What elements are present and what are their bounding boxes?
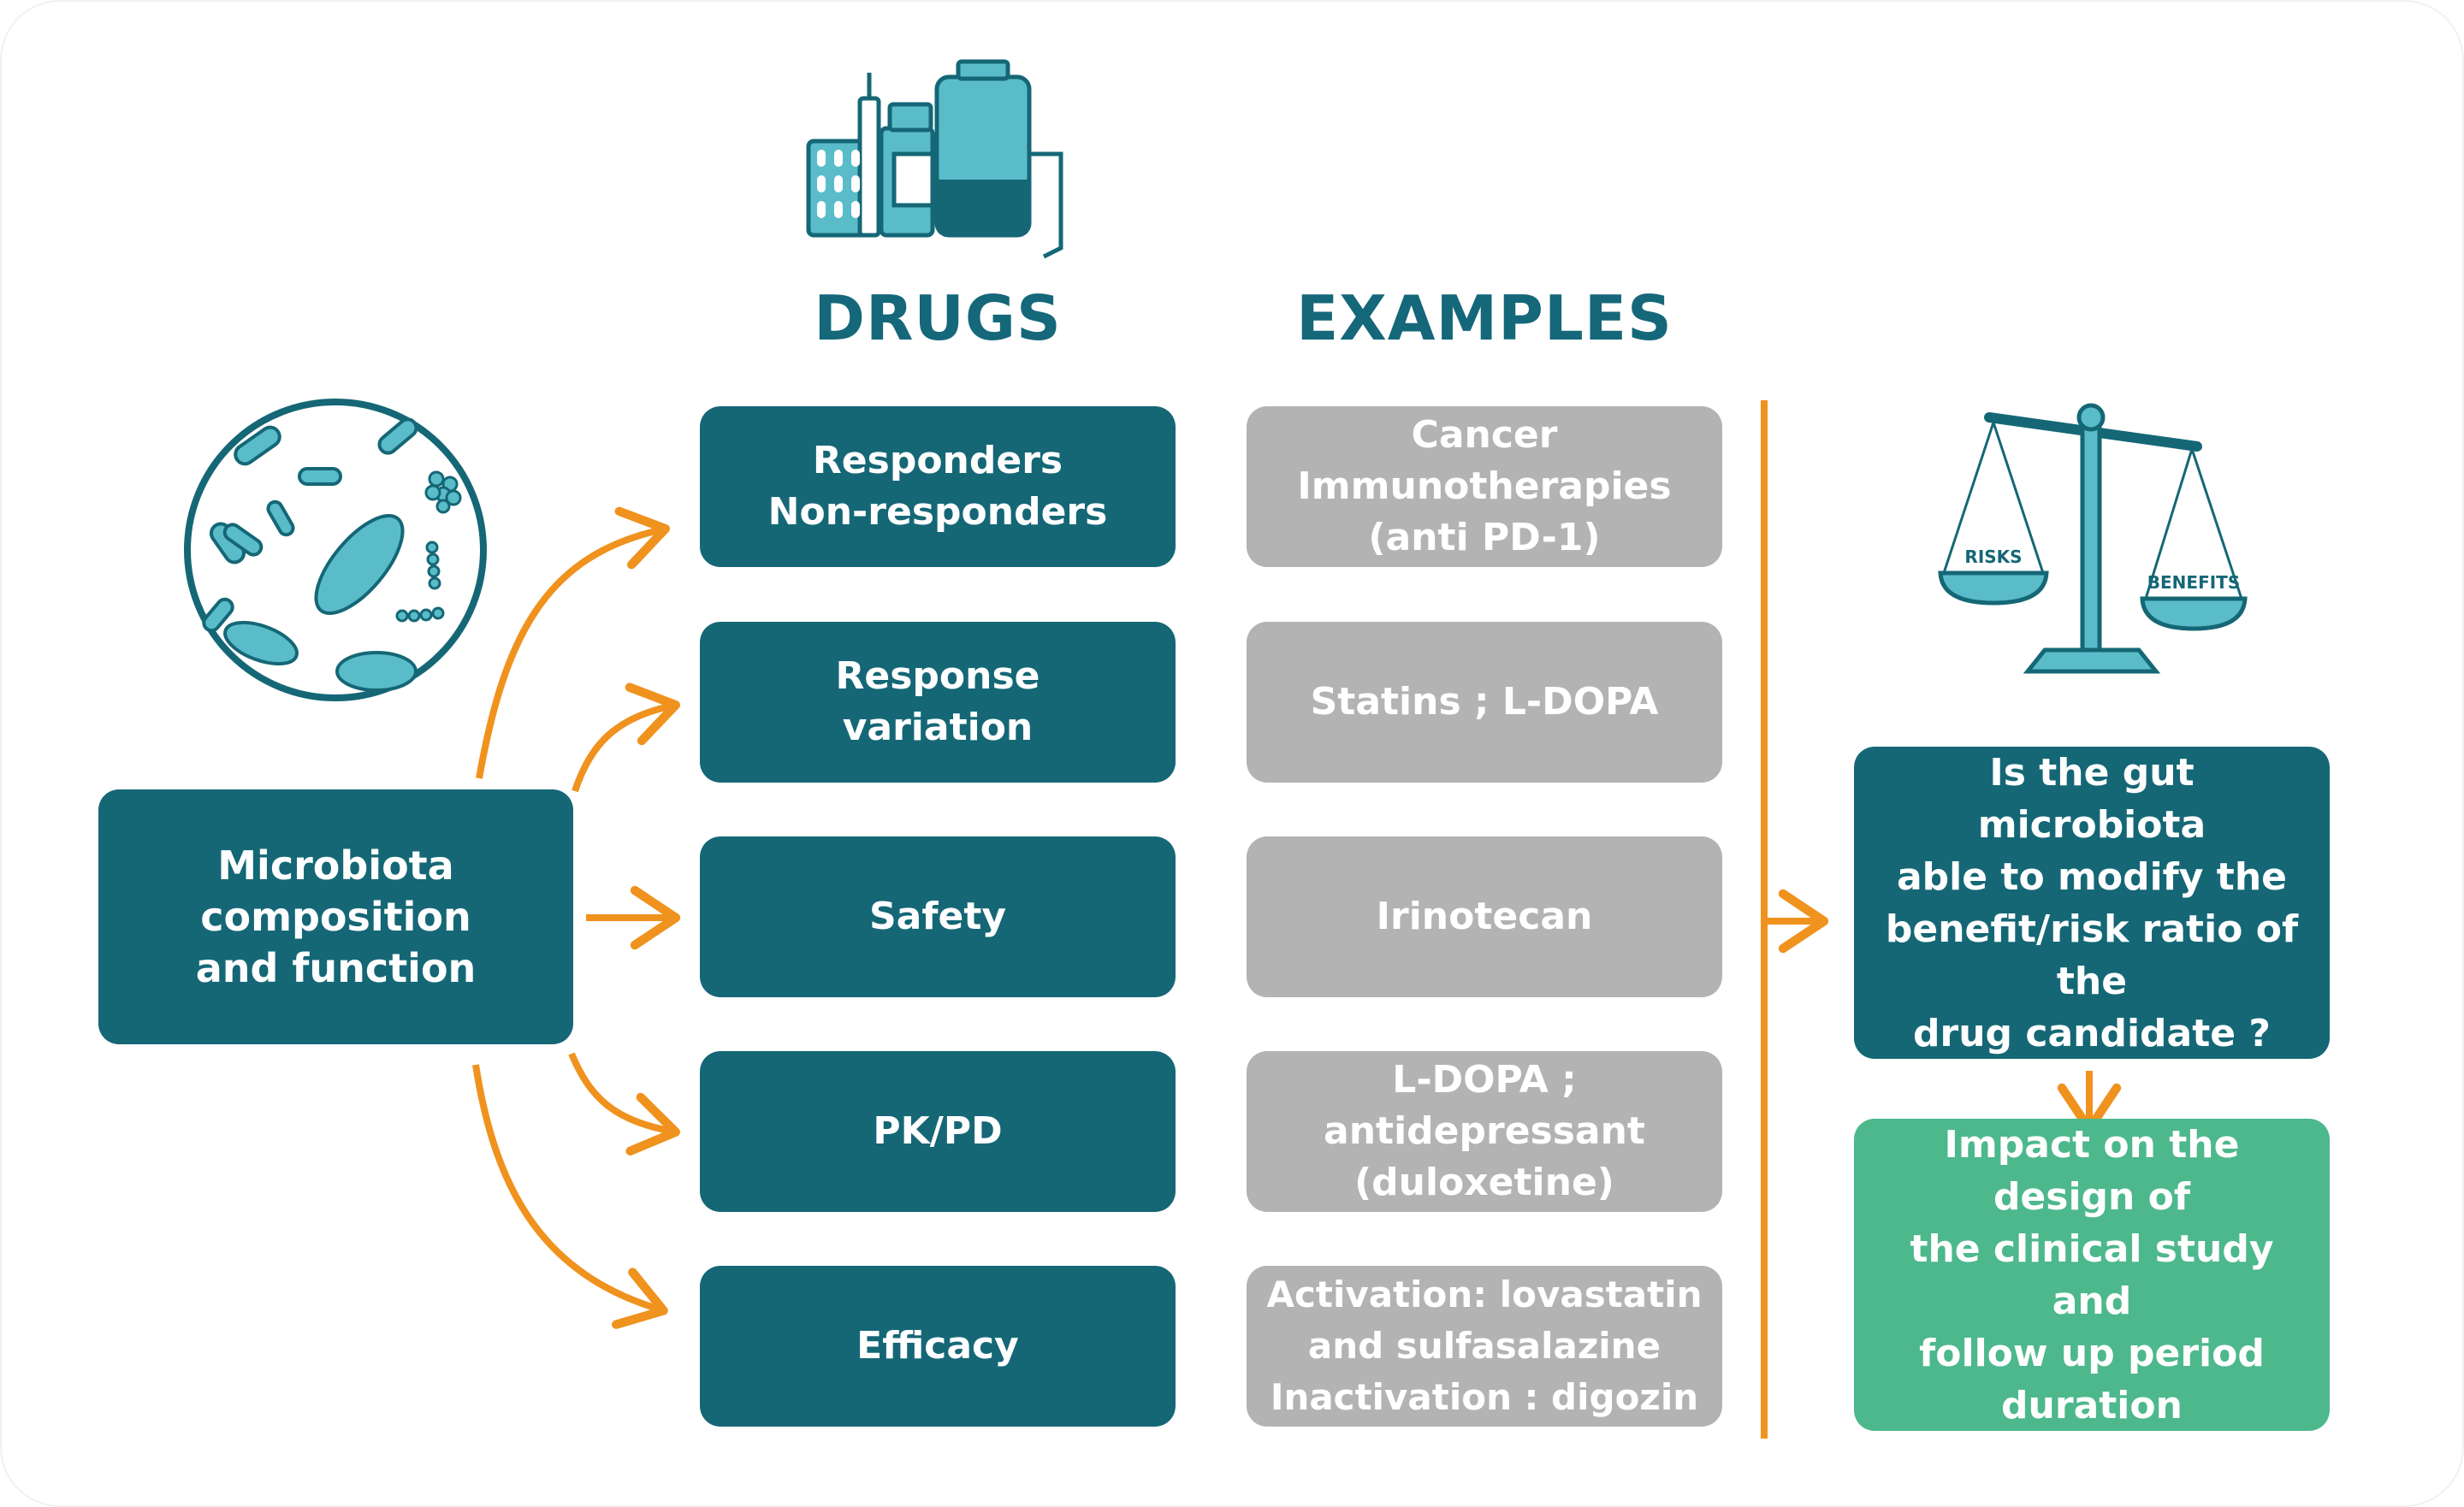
drug-box-responders: Responders Non-responders: [700, 406, 1176, 567]
microbiota-composition-box: Microbiota composition and function: [98, 789, 573, 1044]
example-box-activation: Activation: lovastatin and sulfasalazine…: [1247, 1266, 1722, 1427]
drug-label: Responders Non-responders: [767, 439, 1108, 534]
drug-box-pkpd: PK/PD: [700, 1051, 1176, 1212]
benefits-pan-label: BENEFITS: [2147, 572, 2240, 593]
microbiota-composition-label: Microbiota composition and function: [195, 842, 477, 991]
example-label: Irinotecan: [1376, 895, 1593, 938]
arrow-to-responders: [476, 506, 670, 779]
example-label: Statins ; L-DOPA: [1310, 680, 1659, 724]
drug-box-efficacy: Efficacy: [700, 1266, 1176, 1427]
impact-box: Impact on the design of the clinical stu…: [1854, 1119, 2330, 1431]
arrow-to-response-variation: [572, 683, 681, 793]
drug-label: Safety: [868, 895, 1007, 938]
example-label: Activation: lovastatin and sulfasalazine…: [1266, 1274, 1703, 1418]
example-box-irinotecan: Irinotecan: [1247, 836, 1722, 997]
arrow-to-pkpd: [568, 1052, 681, 1156]
arrow-to-efficacy: [472, 1064, 668, 1329]
impact-label: Impact on the design of the clinical stu…: [1910, 1122, 2274, 1427]
example-label: L-DOPA ; antidepressant (duloxetine): [1324, 1058, 1645, 1204]
question-box: Is the gut microbiota able to modify the…: [1854, 747, 2330, 1059]
drug-label: Response variation: [835, 654, 1040, 749]
drug-label: Efficacy: [856, 1324, 1019, 1368]
drug-box-safety: Safety: [700, 836, 1176, 997]
drug-box-response-variation: Response variation: [700, 622, 1176, 783]
question-label: Is the gut microbiota able to modify the…: [1885, 750, 2299, 1055]
example-box-ldopa: L-DOPA ; antidepressant (duloxetine): [1247, 1051, 1722, 1212]
examples-heading: EXAMPLES: [1296, 282, 1673, 354]
example-box-immunotherapies: Cancer Immunotherapies (anti PD-1): [1247, 406, 1722, 567]
example-box-statins: Statins ; L-DOPA: [1247, 622, 1722, 783]
drugs-heading: DRUGS: [814, 282, 1062, 354]
risks-pan-label: RISKS: [1964, 547, 2022, 567]
drug-label: PK/PD: [873, 1109, 1003, 1153]
example-label: Cancer Immunotherapies (anti PD-1): [1297, 413, 1672, 559]
